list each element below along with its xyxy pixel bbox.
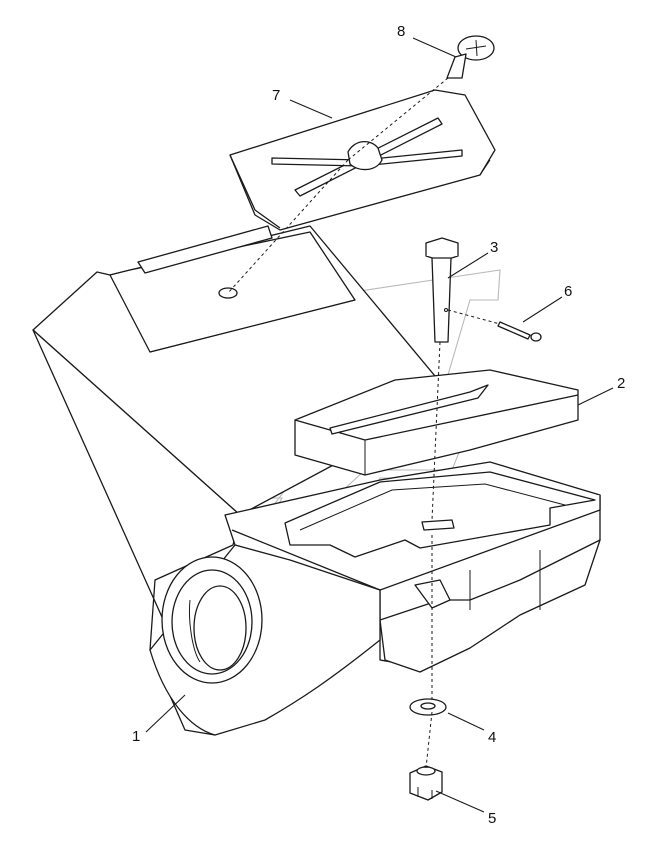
- castle-nut-part-5: [409, 765, 443, 801]
- bolt-part-3: [425, 237, 459, 343]
- callout-1: 1: [132, 728, 140, 745]
- callout-6: 6: [564, 283, 572, 300]
- slot-front-box: [421, 519, 455, 531]
- cap-plate-part-7: [229, 89, 496, 231]
- callout-5: 5: [488, 810, 496, 827]
- callout-2: 2: [617, 375, 625, 392]
- callout-labels: 8 7 3 6 2 1 4 5: [132, 23, 625, 827]
- wedge-slot: [329, 384, 489, 435]
- screw-part-8: [446, 35, 495, 79]
- callout-4: 4: [488, 729, 496, 746]
- leader-lines: [145, 37, 614, 813]
- mount-hole-top: [218, 287, 238, 299]
- assembly-axes: [227, 77, 501, 769]
- callout-8: 8: [397, 23, 405, 40]
- cotter-pin-part-6: [497, 321, 542, 342]
- washer-part-4: [409, 698, 447, 716]
- bushing-bore: [193, 585, 247, 671]
- callout-3: 3: [490, 239, 498, 256]
- bracket-body-part-1: [32, 225, 601, 736]
- callout-7: 7: [272, 87, 280, 104]
